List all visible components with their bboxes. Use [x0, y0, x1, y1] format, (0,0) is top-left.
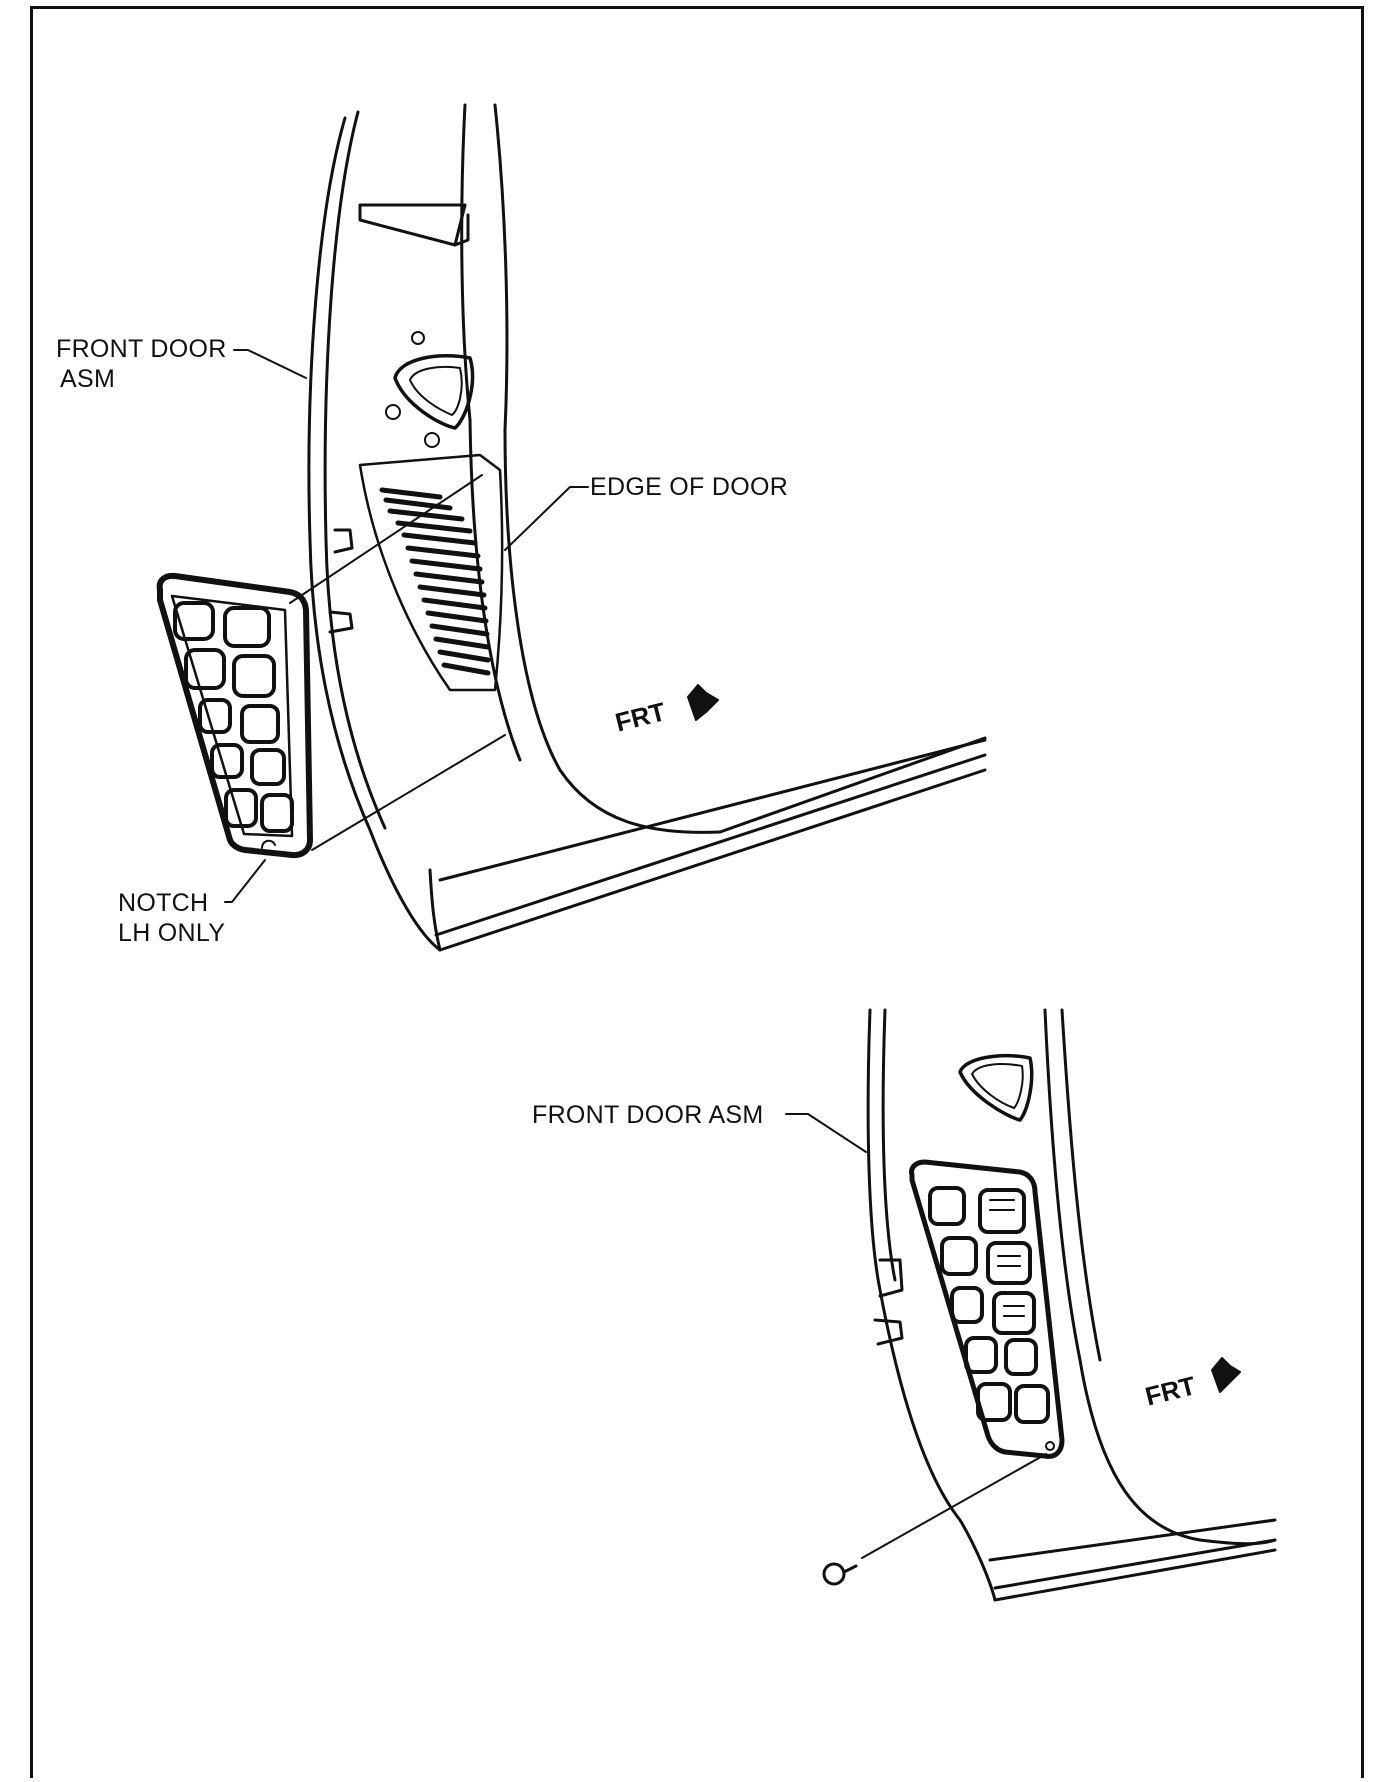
edge-of-door-label: EDGE OF DOOR — [590, 473, 789, 501]
front-door-asm-label-bottom: FRONT DOOR ASM — [532, 1101, 764, 1129]
front-door-asm-label-top-line2: ASM — [60, 365, 116, 393]
leaders-top — [224, 349, 589, 903]
front-door-asm-label-top: FRONT DOOR ASM — [56, 334, 227, 394]
frt-arrow-icon-top — [687, 684, 719, 721]
door-edge-top — [307, 103, 987, 952]
door-edge-bottom — [866, 1008, 1277, 1602]
door-pad-installed — [909, 1159, 1065, 1459]
frt-arrow-icon-bottom — [1211, 1357, 1241, 1393]
leaders-bottom — [785, 1113, 1047, 1559]
front-door-asm-label-top-line1: FRONT DOOR — [56, 335, 227, 363]
notch-label-line2: LH ONLY — [118, 919, 226, 947]
page-border — [30, 6, 1364, 1778]
door-pad-exploded — [156, 572, 313, 859]
vent-slots — [379, 487, 491, 676]
screw-icon — [822, 1562, 858, 1586]
notch-label: NOTCH LH ONLY — [118, 888, 225, 948]
explode-guide-lines — [289, 474, 506, 851]
notch-label-line1: NOTCH — [118, 889, 209, 917]
